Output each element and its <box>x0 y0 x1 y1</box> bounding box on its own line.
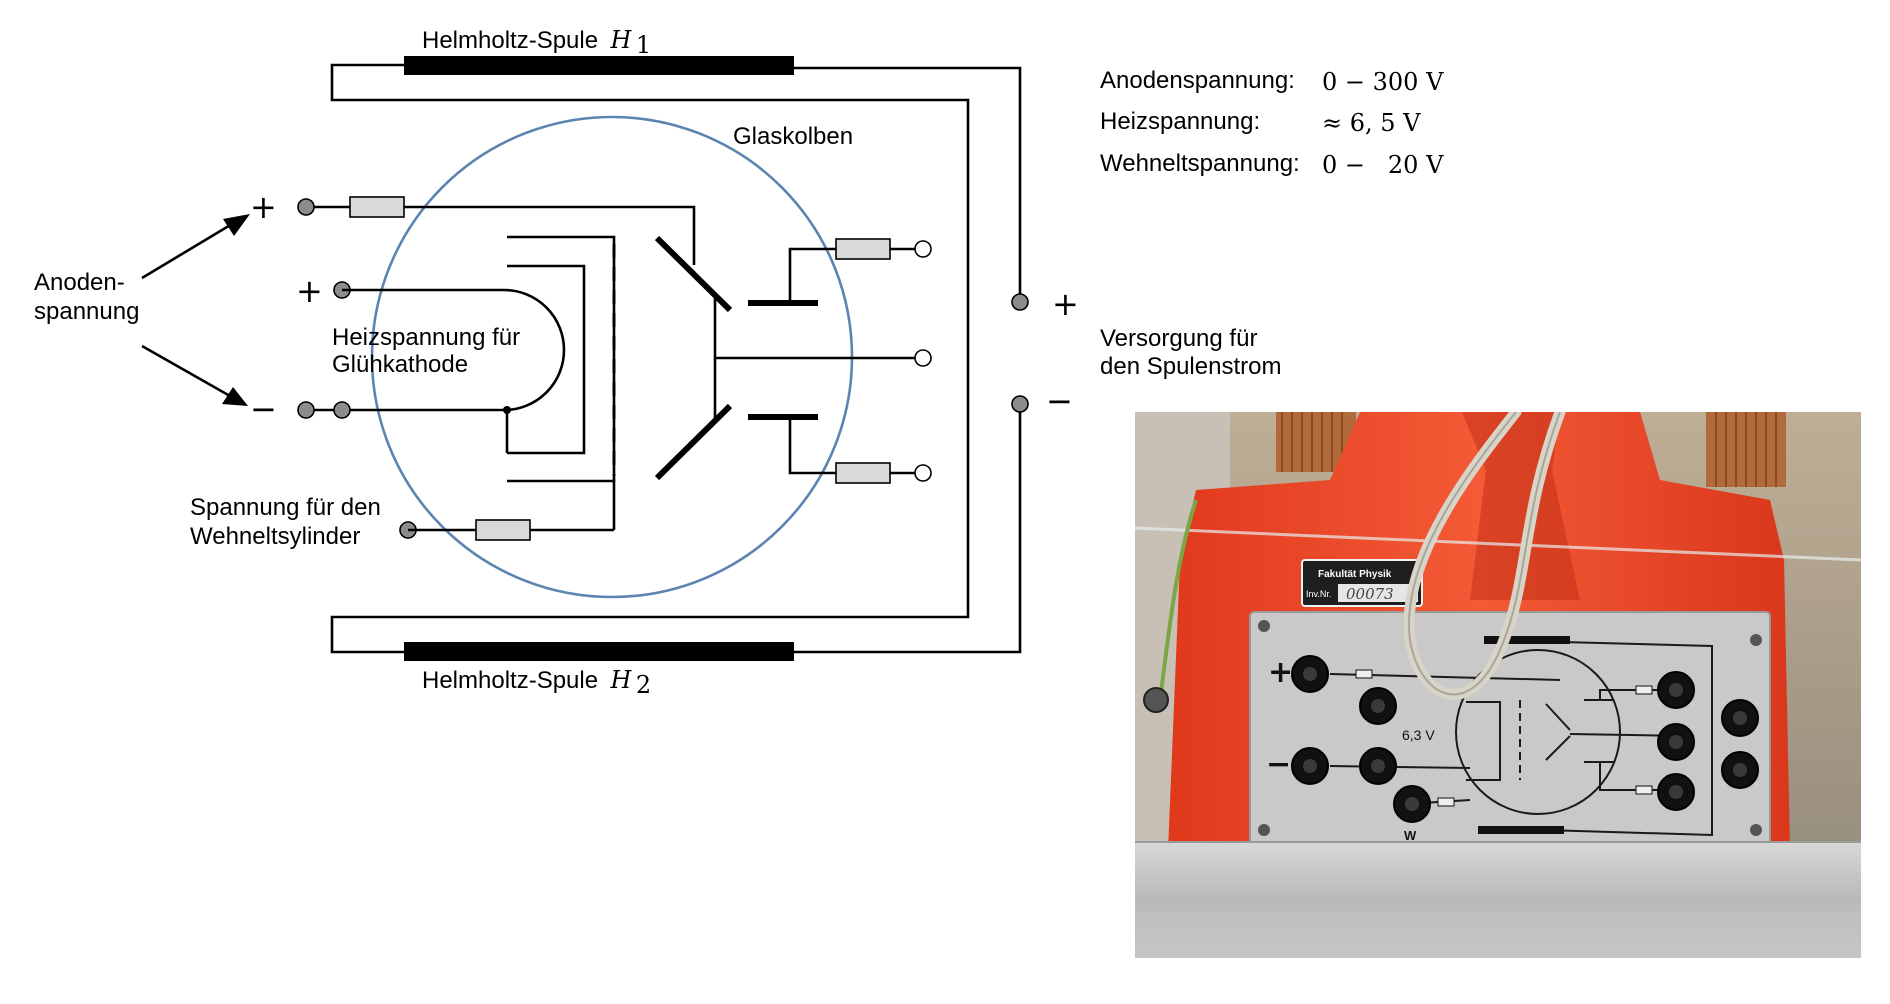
wehnelt-label-line1: Spannung für den <box>190 494 381 521</box>
photo-plate-coil-bottom <box>1478 826 1564 834</box>
photo-cable-edge <box>1408 412 1561 696</box>
spec-list: Anodenspannung: 0 − 300 V Heizspannung: … <box>1100 67 1444 179</box>
photo-screw-tr <box>1750 634 1762 646</box>
upper-plate-wire-a <box>788 247 836 303</box>
coil-top-return-wire <box>794 66 1022 302</box>
photo-inventory-field <box>1338 584 1418 602</box>
supply-label-line2: den Spulenstrom <box>1100 353 1281 380</box>
bulb-label: Glaskolben <box>733 123 853 150</box>
anode-plus-wire-b <box>404 205 696 265</box>
spec-name-anode: Anodenspannung: <box>1100 67 1295 94</box>
anode-arrow-down-shaft <box>141 344 231 398</box>
photo-plate-resistor-3 <box>1635 685 1653 695</box>
upper-plate-terminal <box>914 240 932 258</box>
anode-cone-upper <box>654 235 733 313</box>
supply-minus-sign: − <box>1046 382 1073 420</box>
coil-bottom-label: Helmholtz-Spule H 2 <box>422 666 651 699</box>
coil-circuit: + − <box>330 56 1079 661</box>
spec-name-heater: Heizspannung: <box>1100 108 1260 135</box>
coil-top-label: Helmholtz-Spule H 1 <box>422 26 651 59</box>
photo-plate-resistor-1 <box>1355 669 1373 679</box>
upper-plate-resistor <box>835 238 891 260</box>
spec-value-heater: ≈ 6, 5 V <box>1322 109 1421 137</box>
heater-circuit: + <box>296 272 566 453</box>
photo-inventory-prefix: Inv.Nr. <box>1306 589 1331 599</box>
photo-wehnelt-mark: W <box>1404 828 1417 843</box>
photo-coil-windings <box>1281 412 1777 487</box>
wehnelt-inner-cup <box>507 264 586 455</box>
photo-plate-resistor-4 <box>1635 785 1653 795</box>
supply-label-line1: Versorgung für <box>1100 325 1257 352</box>
coil-bottom-return-wire <box>794 404 1022 654</box>
photo-inventory-title: Fakultät Physik <box>1318 569 1392 580</box>
spec-value-anode: 0 − 300 V <box>1322 68 1444 96</box>
photo-ground-clamp <box>1143 687 1169 713</box>
anode-arrow-down-head <box>222 387 248 406</box>
photo-minus-mark: − <box>1266 747 1291 782</box>
photo-screw-br <box>1750 824 1762 836</box>
photo-plus-mark: + <box>1268 655 1293 690</box>
anode-arrow-up-shaft <box>141 222 233 280</box>
anode-minus-terminal <box>297 401 315 419</box>
supply-plus-sign: + <box>1052 285 1079 323</box>
photo-glass-edge <box>1135 526 1861 562</box>
photo-voltage-mark: 6,3 V <box>1402 727 1435 743</box>
anode-output-terminal <box>914 349 932 367</box>
lower-plate-resistor <box>835 462 891 484</box>
anode-electrodes <box>654 235 932 481</box>
cathode-junction <box>503 406 511 414</box>
photo-rail-lower <box>1135 920 1861 958</box>
anode-label-line1: Anoden- <box>34 269 125 296</box>
coil-frame-wire <box>330 63 970 654</box>
helmholtz-coil-bottom <box>404 642 794 661</box>
lower-plate-wire-a <box>788 417 836 475</box>
photo-ground-wire <box>1158 499 1198 701</box>
anode-minus-sign: − <box>250 390 277 428</box>
anode-cone-lower <box>654 403 733 481</box>
photo-plate-resistor-2 <box>1437 797 1455 807</box>
spec-value-wehnelt: 0 − 20 V <box>1322 151 1444 179</box>
helmholtz-coil-top <box>404 56 794 75</box>
photo-housing-neck <box>1462 412 1580 600</box>
heater-plus-sign: + <box>296 272 323 310</box>
heater-label-line2: Glühkathode <box>332 351 468 378</box>
wehnelt-electrodes <box>399 235 616 541</box>
anode-plus-sign: + <box>250 188 277 226</box>
wehnelt-resistor <box>475 519 531 541</box>
photo-socket-holes <box>1303 667 1747 811</box>
wehnelt-outer-top <box>507 235 616 481</box>
supply-plus-terminal <box>1011 293 1029 311</box>
wehnelt-label-line2: Wehneltsylinder <box>190 523 360 550</box>
anode-resistor <box>349 196 405 218</box>
anode-circuit: + − <box>141 188 696 428</box>
cathode-filament <box>503 288 566 412</box>
supply-minus-terminal <box>1011 395 1029 413</box>
heater-minus-terminal <box>333 401 351 419</box>
photo-screw-bl <box>1258 824 1270 836</box>
spec-name-wehnelt: Wehneltspannung: <box>1100 150 1300 177</box>
photo-inventory-number: 00073 <box>1346 585 1394 603</box>
anode-plus-terminal <box>297 198 315 216</box>
wehnelt-outer-bottom <box>507 479 616 530</box>
heater-label-line1: Heizspannung für <box>332 324 520 351</box>
device-photo: Fakultät Physik Inv.Nr. 00073 <box>1135 412 1861 958</box>
lower-plate-terminal <box>914 464 932 482</box>
photo-screw-tl <box>1258 620 1270 632</box>
anode-arrow-up-head <box>223 214 250 236</box>
photo-plate-coil-top <box>1484 636 1570 644</box>
deflection-plates <box>748 238 932 484</box>
anode-label-line2: spannung <box>34 298 139 325</box>
